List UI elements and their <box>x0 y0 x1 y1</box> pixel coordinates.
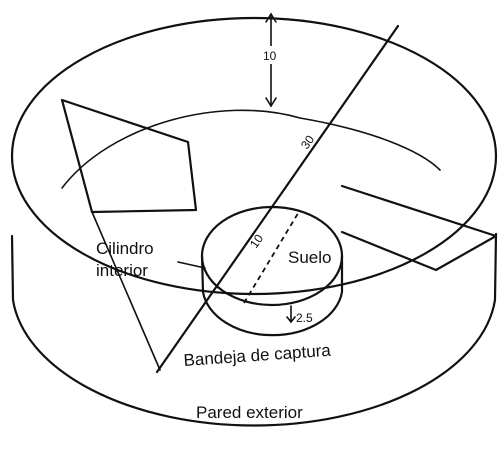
inner-diameter-line <box>243 209 301 304</box>
tray-inner-edge <box>61 109 441 189</box>
inner-diameter-value: 10 <box>247 231 266 250</box>
inner-height-value: 2.5 <box>296 311 313 325</box>
height-value: 10 <box>263 49 277 63</box>
divider-right <box>340 184 498 272</box>
inner-cylinder-leader <box>177 261 206 269</box>
floor-label: Suelo <box>288 248 331 267</box>
inner-cylinder-label-line1: Cilindro <box>96 239 154 258</box>
outer-diameter-value: 30 <box>298 132 317 151</box>
height-dimension: 10 <box>262 12 280 108</box>
divider-bottom-left <box>91 211 161 371</box>
height-label-bg <box>262 46 280 64</box>
divider-left-seam <box>61 99 93 213</box>
catch-tray-label: Bandeja de captura <box>183 341 332 370</box>
divider-left <box>60 98 198 214</box>
inner-cylinder-side <box>200 254 344 337</box>
height-arrow-top <box>265 12 277 23</box>
inner-cylinder-label-line2: interior <box>96 261 148 280</box>
height-arrow-bottom <box>265 97 277 108</box>
diagonal-partition <box>155 24 400 374</box>
inner-height-dimension: 2.5 <box>286 305 313 325</box>
outer-wall-side <box>10 232 498 427</box>
dividers <box>60 98 498 272</box>
outer-rim-top <box>10 16 498 296</box>
outer-wall <box>10 16 498 427</box>
inner-height-arrow <box>286 316 296 324</box>
inner-cylinder <box>200 205 344 337</box>
outer-wall-label: Pared exterior <box>196 403 303 422</box>
